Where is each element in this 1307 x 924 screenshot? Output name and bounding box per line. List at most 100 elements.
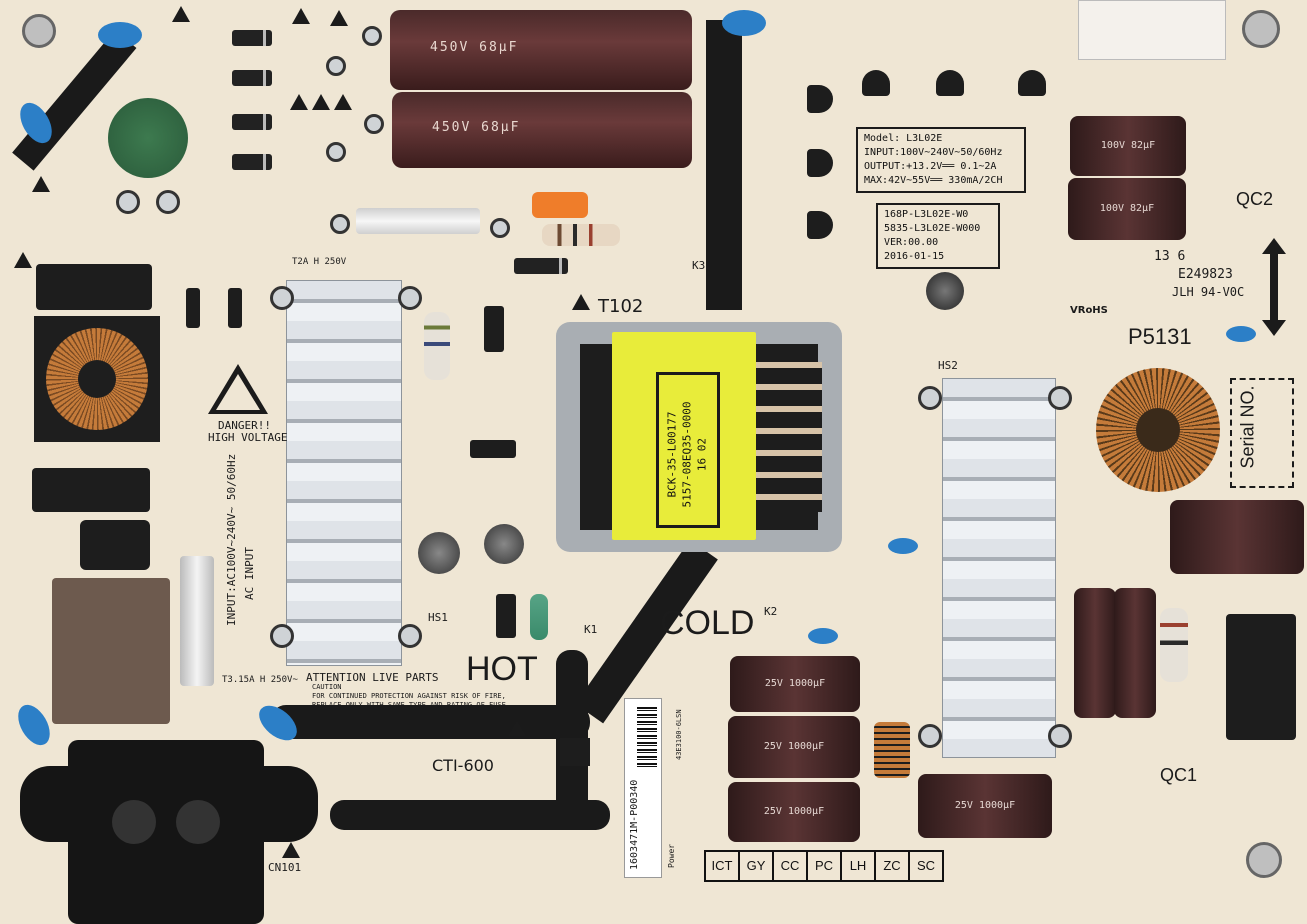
serial-label: Serial NO. <box>1237 385 1258 469</box>
warning-icon-10 <box>508 720 526 736</box>
revision-code: 13 6 <box>1154 249 1186 264</box>
diode-vertical-2 <box>496 594 516 638</box>
k1-label: K1 <box>584 623 598 636</box>
mount-hole-top-left <box>22 14 56 48</box>
diode-d206 <box>514 258 568 274</box>
capacitor-right-pair-1 <box>1074 588 1116 718</box>
transistor-3 <box>1018 70 1046 96</box>
output-capacitor-4-label: 25V 1000μF <box>954 800 1016 811</box>
transformer-t102: BCK-35-L00177 5157-08EQ35-0000 16 02 <box>556 322 842 552</box>
cert-code: JLH 94-V0C <box>1172 285 1245 299</box>
diode-d101 <box>232 154 272 170</box>
jumper-label: ICT <box>704 850 740 882</box>
barcode-icon <box>637 707 657 769</box>
transformer-part-3: 16 02 <box>695 437 709 472</box>
qc1-label: QC1 <box>1160 765 1198 785</box>
hs1-label: HS1 <box>428 611 448 624</box>
hs2-label: HS2 <box>938 359 958 372</box>
transistor-6 <box>807 211 833 239</box>
transformer-part-2: 5157-08EQ35-0000 <box>680 401 694 508</box>
pad-m22 <box>326 142 346 162</box>
warning-icon-4 <box>290 94 308 110</box>
pad-m17 <box>116 190 140 214</box>
qc2-label: QC2 <box>1236 189 1274 209</box>
warning-icon-1 <box>172 6 190 22</box>
small-inductor-left <box>80 520 150 570</box>
bulk-capacitor-2-label: 450V 68μF <box>432 120 521 135</box>
output-capacitor-3: 25V 1000μF <box>728 782 860 842</box>
warning-icon-3 <box>330 10 348 26</box>
transistor-1 <box>862 70 890 96</box>
transformer-ref: T102 <box>598 296 644 317</box>
small-diode-1 <box>186 288 200 328</box>
pad-m41 <box>398 624 422 648</box>
pad-m21 <box>364 114 384 134</box>
capacitor-100v-2-label: 100V 82μF <box>1099 203 1155 214</box>
jumper-label: LH <box>840 850 876 882</box>
transistor-4 <box>807 85 833 113</box>
trace-bottom <box>270 705 590 739</box>
warning-icon-5 <box>312 94 330 110</box>
arrow-down-icon <box>1262 320 1286 336</box>
electrolytic-cap-small-3 <box>926 272 964 310</box>
jumper-label-row: ICT GY CC PC LH ZC SC <box>704 850 944 882</box>
diode-d103 <box>232 70 272 86</box>
k2-label: K2 <box>764 605 778 618</box>
warning-icon-7 <box>32 176 50 192</box>
capacitor-100v-1-label: 100V 82μF <box>1100 140 1156 151</box>
y-capacitor-3 <box>722 10 766 36</box>
output-capacitor-1-label: 25V 1000μF <box>764 678 826 689</box>
output-capacitor-2: 25V 1000μF <box>728 716 860 778</box>
danger-text: DANGER!! <box>218 419 271 432</box>
pad-m40 <box>270 624 294 648</box>
rohs-label: VRoHS <box>1070 305 1108 316</box>
inlet-ear-left <box>20 766 80 842</box>
ul-number: E249823 <box>1178 267 1233 282</box>
resistor-vertical-3 <box>530 594 548 640</box>
barcode-code: 43E3100-6LSN <box>675 709 683 760</box>
diode-horizontal-fb <box>470 440 516 458</box>
fuse-f201 <box>356 208 480 234</box>
y-capacitor-4 <box>11 699 57 751</box>
jumper-label: PC <box>806 850 842 882</box>
electrolytic-cap-small-1 <box>418 532 460 574</box>
resistor-vertical-2 <box>1160 608 1188 682</box>
diode-d100 <box>232 30 272 46</box>
transformer-windings-right <box>756 362 822 512</box>
small-diode-2 <box>228 288 242 328</box>
jumper-label: GY <box>738 850 774 882</box>
date-label: 2016-01-15 <box>884 251 945 262</box>
part-number-box: 168P-L3L02E-W0 5835-L3L02E-W000 VER:00.0… <box>876 203 1000 269</box>
model-label: Model: L3L02E <box>864 133 943 144</box>
part-number-2: 5835-L3L02E-W000 <box>884 223 981 234</box>
version-label: VER:00.00 <box>884 237 939 248</box>
resistor-r210 <box>542 224 620 246</box>
cold-label: COLD <box>660 604 755 642</box>
output-capacitor-4: 25V 1000μF <box>918 774 1052 838</box>
danger-high-voltage-icon-inner <box>216 374 260 410</box>
jumper-label: SC <box>908 850 944 882</box>
ac-input-rating: INPUT:AC100V~240V~ 50/60Hz <box>225 453 238 626</box>
output-capacitor-1: 25V 1000μF <box>730 656 860 712</box>
bulk-capacitor-1-label: 450V 68μF <box>430 40 519 55</box>
warning-icon-9 <box>572 294 590 310</box>
model-spec-box: Model: L3L02E INPUT:100V~240V~50/60Hz OU… <box>856 127 1026 193</box>
arrow-up-icon <box>1262 238 1286 254</box>
k3-label: K3 <box>692 259 706 272</box>
input-label: INPUT:100V~240V~50/60Hz <box>864 147 1003 158</box>
orange-capacitor <box>532 192 588 218</box>
pad-m19 <box>362 26 382 46</box>
pad-m23 <box>330 214 350 234</box>
hot-label: HOT <box>466 650 538 688</box>
bulk-capacitor-2: 450V 68μF <box>392 92 692 168</box>
transistor-2 <box>936 70 964 96</box>
heatsink-hs2 <box>942 378 1056 758</box>
transformer-label-box <box>656 372 720 528</box>
pad-m46 <box>1048 386 1072 410</box>
fuse2-rating: T2A H 250V <box>292 257 347 267</box>
varistor <box>108 98 188 178</box>
caution-line-1: FOR CONTINUED PROTECTION AGAINST RISK OF… <box>312 692 506 700</box>
trace-mid-vertical <box>706 20 742 310</box>
connector-top-right <box>1078 0 1226 60</box>
